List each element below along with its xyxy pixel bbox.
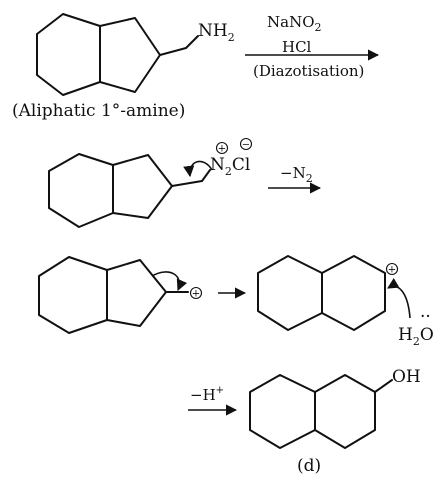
- diazonium-positive-charge: [215, 141, 229, 155]
- primary-carbocation-plus-sign: +: [192, 289, 200, 300]
- decalin-cation-right-ring: [321, 255, 386, 331]
- diazonium-molecule: [48, 153, 211, 228]
- amine-ch2-bond: [159, 47, 187, 56]
- carbocation-cyclopentane-ring: [106, 259, 167, 327]
- diazonium-n2cl-label: N2Cl: [210, 155, 250, 178]
- water-attack-curly-arrow: [387, 278, 411, 319]
- product-right-ring: [314, 374, 376, 449]
- carbocation-cyclohexane-ring: [38, 256, 108, 334]
- product-label: (d): [297, 456, 321, 476]
- water-label: H2O: [398, 325, 434, 348]
- amine-nh2-label: NH2: [198, 21, 235, 44]
- product-oh-bond: [374, 379, 393, 393]
- starting-amine-molecule: [36, 13, 199, 96]
- diazonium-cyclopentane-ring: [112, 154, 173, 219]
- ring-expansion-curly-arrow: [151, 271, 188, 292]
- diazonium-ch2-bond: [171, 180, 203, 187]
- decalin-carbocation-molecule: [257, 255, 386, 331]
- amine-n-bond: [185, 35, 199, 49]
- secondary-carbocation-plus-sign: +: [388, 265, 396, 276]
- chloride-minus-sign: −: [242, 140, 250, 151]
- diazonium-curly-arrow: [183, 160, 213, 178]
- primary-carbocation-molecule: [38, 256, 189, 334]
- product-left-ring: [249, 374, 316, 449]
- reagent-diazotisation-note: (Diazotisation): [253, 62, 364, 80]
- amine-cyclopentane-ring: [99, 17, 161, 93]
- amine-type-label: (Aliphatic 1°-amine): [12, 101, 185, 121]
- diazonium-plus-sign: +: [218, 144, 226, 155]
- product-oh-label: OH: [392, 367, 421, 387]
- decalinol-product-molecule: [249, 374, 393, 449]
- diazonium-cyclohexane-ring: [48, 153, 114, 228]
- reagent-nano2: NaNO2: [267, 13, 322, 34]
- primary-carbocation-charge: [189, 286, 203, 300]
- chloride-negative-charge: [239, 137, 253, 151]
- amine-cyclohexane-ring: [36, 13, 101, 96]
- water-dots: ··: [420, 307, 431, 327]
- decalin-cation-left-ring: [257, 255, 323, 331]
- diazonium-n-bond: [201, 169, 211, 182]
- loss-n2-label: −N2: [280, 164, 313, 185]
- loss-proton-label: −H+: [190, 385, 224, 404]
- reagent-hcl: HCl: [282, 38, 312, 56]
- secondary-carbocation-charge: [385, 262, 399, 276]
